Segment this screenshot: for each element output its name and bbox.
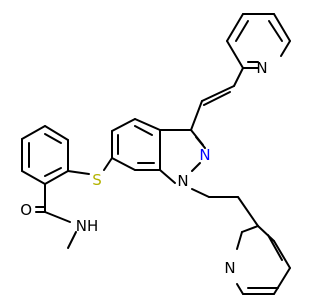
benzamide-benzene-ring: [21, 125, 69, 185]
pyridine-ring-top: [226, 13, 291, 69]
vinyl-linker: [190, 67, 244, 131]
molecule-canvas: N N S O NH N N: [20, 13, 291, 295]
atom-label-sulfur: S: [92, 171, 102, 189]
pyridine-ring-bottom: [236, 225, 291, 295]
atom-label-pyridine-nitrogen-top: N: [256, 59, 267, 77]
ethyl-linker: [191, 188, 259, 227]
atom-labels: N N S O NH N N: [20, 59, 267, 277]
indazole-benzene-ring: [111, 118, 161, 171]
thioether-linkage: [67, 157, 113, 175]
atom-label-amide-nh: NH: [76, 217, 99, 235]
atom-label-indazole-n1: N: [177, 172, 188, 190]
atom-label-oxygen: O: [20, 201, 32, 219]
amide-group: [35, 183, 77, 249]
atom-label-indazole-n2: N: [199, 146, 210, 164]
molecule-structure: N N S O NH N N: [20, 13, 291, 295]
indazole-pyrazole-ring: [159, 129, 206, 184]
atom-label-pyridine-nitrogen-bottom: N: [224, 259, 235, 277]
